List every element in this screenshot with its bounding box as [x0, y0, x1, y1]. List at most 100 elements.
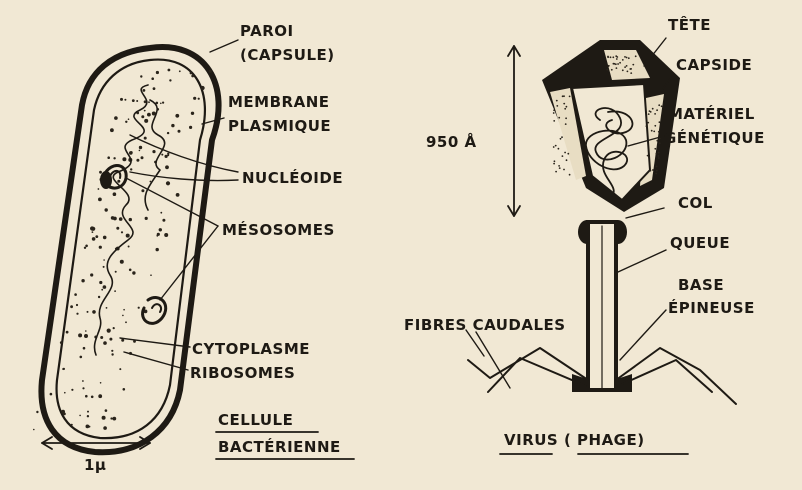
- ribosome-dot: [136, 100, 138, 102]
- ribosome-dot: [130, 151, 133, 154]
- ribosome-dot: [144, 110, 146, 112]
- capsid-dot: [628, 57, 630, 59]
- ribosome-dot: [102, 416, 106, 420]
- capsid-dot: [653, 131, 655, 133]
- ribosome-dot: [116, 227, 119, 230]
- ribosome-dot: [70, 305, 73, 308]
- capsid-dot: [565, 117, 567, 119]
- capsid-dot: [626, 57, 628, 59]
- capsid-dot: [646, 125, 648, 127]
- ribosome-dot: [144, 119, 148, 123]
- ribosome-dot: [140, 75, 142, 77]
- ribosome-dot: [107, 329, 111, 333]
- capsid-dot: [624, 66, 626, 68]
- ribosome-dot: [87, 411, 89, 413]
- ribosome-dot: [91, 396, 94, 399]
- ribosome-dot: [113, 327, 115, 329]
- capsid-dot: [656, 140, 658, 142]
- capsid-dot: [565, 123, 567, 125]
- ribosome-dot: [99, 171, 102, 174]
- ribosome-dot: [76, 313, 78, 315]
- capsid-dot: [655, 173, 657, 175]
- ribosome-dot: [92, 310, 96, 314]
- bacterium-drawing: [33, 40, 238, 452]
- capsid-dot: [658, 157, 660, 159]
- capsid-dot: [658, 104, 660, 106]
- ribosome-dot: [122, 315, 124, 317]
- ribosome-dot: [166, 181, 170, 185]
- phage-drawing: [466, 38, 736, 404]
- ribosome-dot: [125, 121, 127, 123]
- capsid-dot: [635, 55, 637, 57]
- ribosome-dot: [92, 237, 96, 241]
- ribosome-dot: [88, 426, 90, 428]
- capsid-dot: [553, 120, 555, 122]
- capsid-dot: [567, 153, 569, 155]
- ribosome-dot: [160, 103, 162, 105]
- ribosome-dot: [124, 99, 126, 101]
- ribosome-dot: [119, 368, 121, 370]
- ribosome-dot: [162, 219, 165, 222]
- capsid-dot: [560, 138, 562, 140]
- ribosome-dot: [126, 234, 130, 238]
- ribosome-dot: [83, 347, 86, 350]
- ribosome-dot: [90, 273, 93, 276]
- label-epineuse: ÉPINEUSE: [668, 298, 755, 317]
- ribosome-dot: [141, 189, 144, 192]
- ribosome-dot: [201, 86, 205, 90]
- ribosome-dot: [115, 271, 117, 273]
- capsid-dot: [553, 109, 555, 111]
- ribosome-dot: [109, 338, 112, 341]
- capsid-dot: [659, 142, 661, 144]
- ribosome-dot: [82, 387, 84, 389]
- ribosome-dot: [156, 248, 159, 251]
- ribosome-dot: [143, 89, 146, 92]
- ribosome-dot: [110, 128, 114, 132]
- label-mesosomes: MÉSOSOMES: [222, 220, 335, 239]
- capsid-dot: [607, 56, 609, 58]
- capsid-dot: [650, 111, 652, 113]
- ribosome-dot: [121, 231, 123, 233]
- ribosome-dot: [63, 368, 65, 370]
- capsid-dot: [656, 166, 658, 168]
- ribosome-dot: [129, 269, 132, 272]
- capsid-dot: [554, 160, 556, 162]
- ribosome-dot: [113, 157, 115, 159]
- ribosome-dot: [74, 293, 77, 296]
- capsid-dot: [650, 170, 652, 172]
- capsid-dot: [612, 56, 614, 58]
- ribosome-dot: [122, 157, 126, 161]
- ribosome-dot: [136, 159, 139, 162]
- ribosome-dot: [114, 116, 118, 120]
- label-capside: CAPSIDE: [676, 56, 752, 74]
- ribosome-dot: [178, 130, 181, 133]
- ribosome-dot: [103, 259, 105, 261]
- label-materiel: MATÉRIEL: [668, 104, 755, 123]
- capsid-dot: [558, 117, 560, 119]
- ribosome-dot: [64, 392, 66, 394]
- ribosome-dot: [80, 356, 83, 359]
- ribosome-dot: [151, 77, 154, 80]
- ribosome-dot: [128, 246, 130, 248]
- ribosome-dot: [165, 155, 168, 158]
- ribosome-dot: [145, 217, 148, 220]
- ribosome-dot: [95, 235, 98, 238]
- capsid-dot: [616, 67, 618, 69]
- ribosome-dot: [117, 180, 120, 183]
- ribosome-dot: [198, 98, 200, 100]
- capsid-dot: [566, 159, 568, 161]
- ribosome-dot: [103, 426, 107, 430]
- capsid-dot: [654, 148, 656, 150]
- capsid-dot: [651, 130, 653, 132]
- label-ribosomes: RIBOSOMES: [190, 364, 295, 382]
- label-size: 950 Å: [426, 132, 477, 151]
- capsid-dot: [553, 112, 555, 114]
- capsid-dot: [556, 105, 558, 107]
- capsid-dot: [626, 65, 628, 67]
- label-paroi: PAROI: [240, 22, 294, 40]
- label-nucleoide: NUCLÉOIDE: [242, 168, 343, 187]
- ribosome-dot: [103, 266, 105, 268]
- ribosome-dot: [123, 388, 126, 391]
- ribosome-dot: [103, 341, 107, 345]
- capsid-dot: [564, 152, 566, 154]
